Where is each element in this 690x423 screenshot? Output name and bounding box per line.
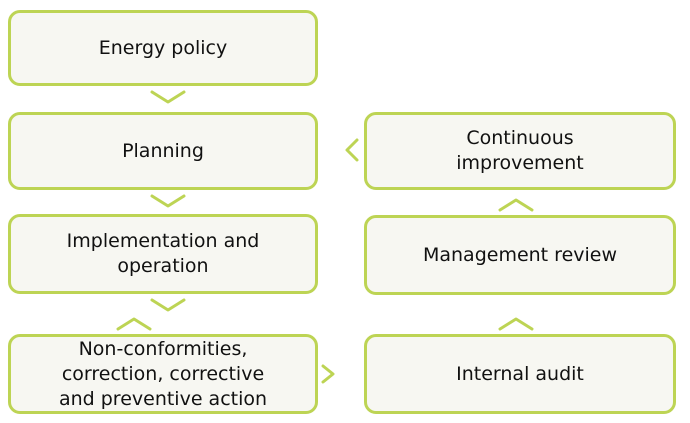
management-review-label: Management review — [422, 243, 618, 266]
continuous-improvement-label: Continuous improvement — [456, 127, 584, 174]
box-continuous-improvement: Continuous improvement — [364, 112, 676, 190]
planning-label: Planning — [122, 139, 204, 162]
implementation-label: Implementation and operation — [66, 230, 260, 277]
arrow-down-policy-to-planning — [150, 90, 186, 104]
arrow-left-improvement-to-planning — [345, 138, 359, 162]
energy-policy-label: Energy policy — [98, 36, 228, 59]
box-implementation-operation: Implementation and operation — [8, 214, 318, 294]
box-planning: Planning — [8, 112, 318, 190]
box-management-review: Management review — [364, 215, 676, 295]
box-energy-policy: Energy policy — [8, 10, 318, 86]
box-internal-audit: Internal audit — [364, 334, 676, 414]
internal-audit-label: Internal audit — [456, 362, 584, 385]
box-nonconformities: Non-conformities, correction, corrective… — [8, 334, 318, 414]
arrow-up-review-to-improvement — [498, 198, 534, 212]
arrow-up-audit-to-review — [498, 317, 534, 331]
nonconformities-label: Non-conformities, correction, corrective… — [58, 337, 268, 410]
arrow-right-to-internal-audit — [321, 364, 335, 384]
arrow-down-planning-to-implementation — [150, 194, 186, 208]
arrow-up-nonconformities-to-implementation — [116, 317, 152, 331]
arrow-down-implementation-to-nonconformities — [150, 298, 186, 312]
